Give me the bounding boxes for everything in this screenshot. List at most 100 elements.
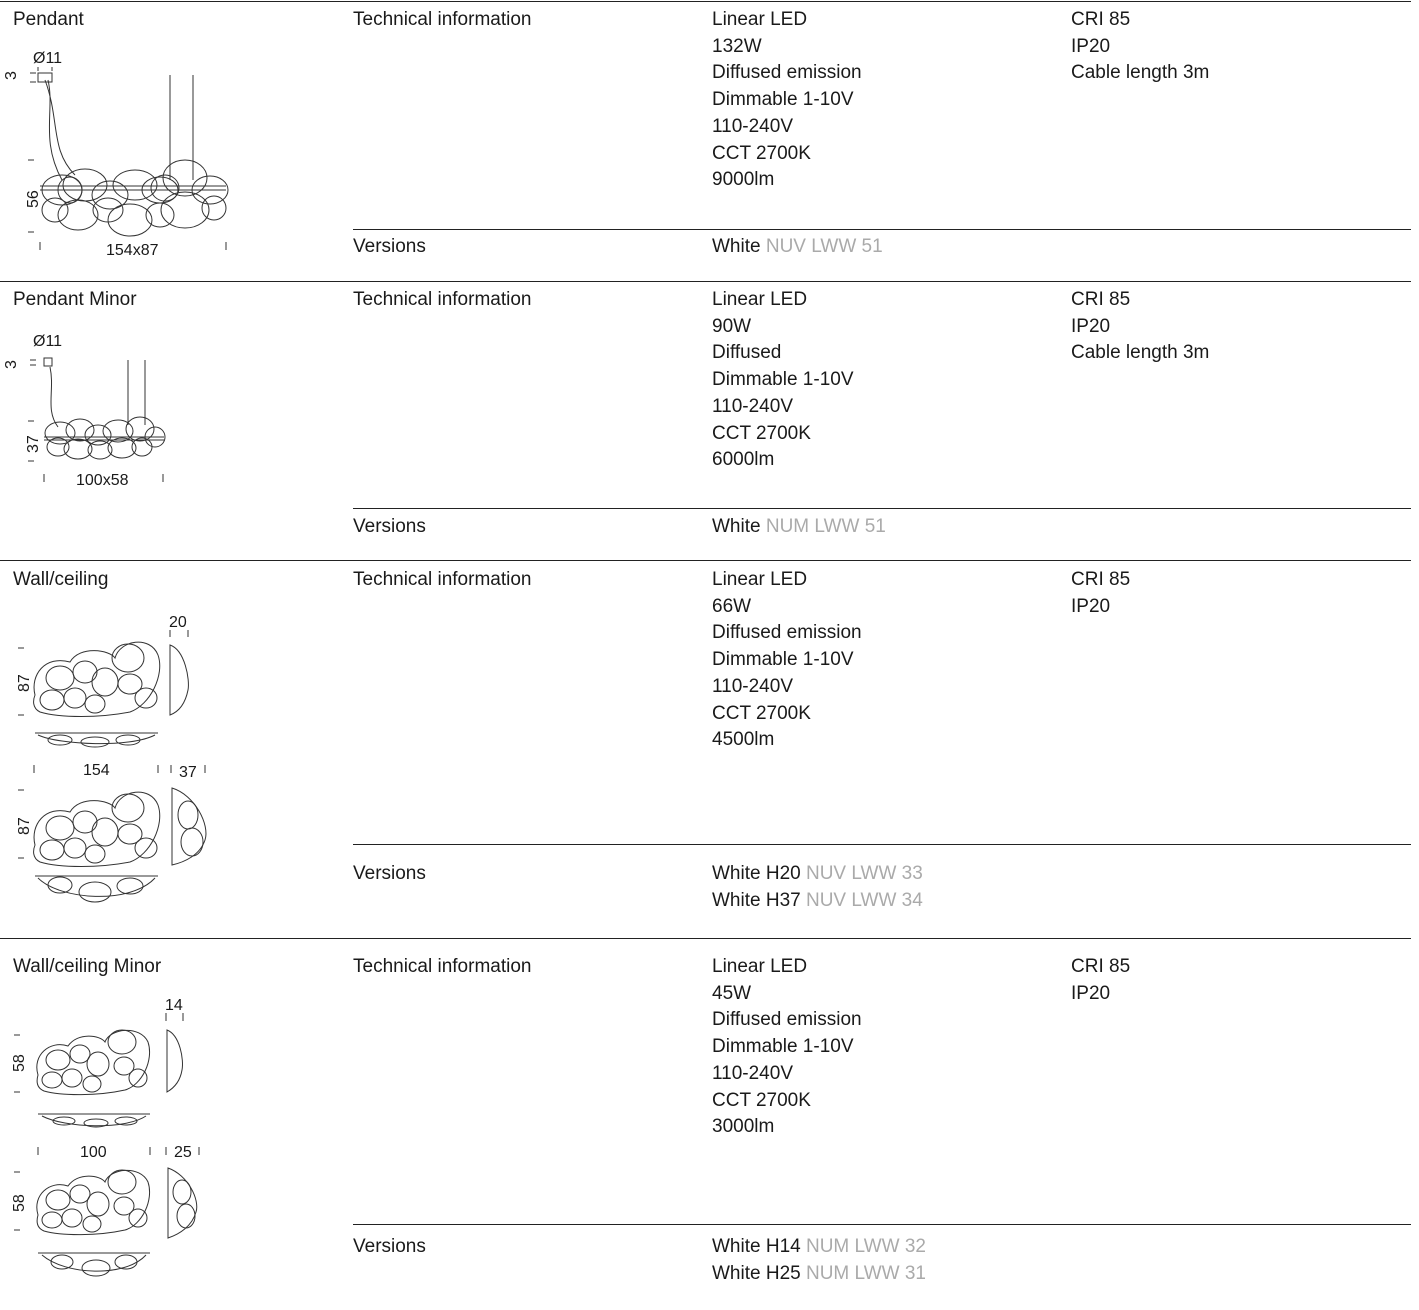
spec-line: 45W	[712, 982, 752, 1004]
spec-line: 110-240V	[712, 395, 793, 417]
technical-info-label: Technical information	[353, 956, 532, 977]
version-code: NUV LWW 33	[805, 863, 923, 884]
spec-line: CRI 85	[1071, 569, 1131, 590]
product-name: Wall/ceiling Minor	[13, 956, 162, 977]
height-dim: 87	[16, 817, 33, 835]
version-entry: White H20 NUV LWW 33 White H37 NUV LWW 3…	[712, 861, 923, 914]
top-dim: 3	[3, 360, 20, 369]
wall-ceiling-drawing: 20 87 154 37 87	[16, 614, 330, 920]
spec-line: Diffused emission	[712, 622, 862, 644]
versions-divider	[353, 229, 1411, 230]
width-dim: 100x58	[76, 472, 129, 489]
spec-line: CCT 2700K	[712, 142, 811, 164]
specs-list-secondary: CRI 85 IP20	[1071, 567, 1130, 620]
version-name: White	[712, 516, 761, 537]
version-entry: White NUM LWW 51	[712, 514, 886, 541]
height-dim: 87	[16, 674, 33, 692]
spec-line: 110-240V	[712, 1062, 793, 1084]
version-name: White H20	[712, 863, 801, 884]
spec-line: 66W	[712, 595, 752, 617]
depth-dim: 20	[169, 614, 187, 631]
product-name: Pendant Minor	[13, 289, 137, 310]
height-dim: 37	[25, 435, 42, 453]
spec-line: 132W	[712, 35, 762, 57]
pendant-minor-drawing: Ø11 3 37 100x58	[3, 333, 330, 489]
spec-line: CCT 2700K	[712, 702, 811, 724]
specs-list-primary: Linear LED 66W Diffused emission Dimmabl…	[712, 567, 862, 754]
version-code: NUM LWW 31	[805, 1262, 926, 1284]
height-dim: 56	[25, 190, 42, 208]
versions-divider	[353, 844, 1411, 845]
specs-list-primary: Linear LED 132W Diffused emission Dimmab…	[712, 7, 862, 194]
spec-line: Cable length 3m	[1071, 62, 1210, 84]
version-name: White	[712, 236, 761, 257]
spec-line: Dimmable 1-10V	[712, 649, 854, 671]
spec-line: CCT 2700K	[712, 422, 811, 444]
spec-line: CCT 2700K	[712, 1089, 811, 1111]
spec-line: 9000lm	[712, 169, 775, 191]
specs-list-secondary: CRI 85 IP20 Cable length 3m	[1071, 287, 1209, 367]
versions-label: Versions	[353, 236, 426, 257]
width-dim: 154	[83, 762, 110, 779]
version-entry: White H14 NUM LWW 32 White H25 NUM LWW 3…	[712, 1234, 926, 1287]
specs-list-secondary: CRI 85 IP20 Cable length 3m	[1071, 7, 1209, 87]
version-code: NUM LWW 32	[805, 1236, 926, 1257]
version-line: White H14 NUM LWW 32	[712, 1234, 926, 1261]
version-code: NUV LWW 51	[765, 236, 883, 257]
spec-line: Dimmable 1-10V	[712, 1036, 854, 1058]
depth-dim: 37	[179, 764, 197, 781]
spec-line: Dimmable 1-10V	[712, 369, 854, 391]
version-code: NUM LWW 51	[765, 516, 886, 537]
diameter-dim: Ø11	[33, 333, 62, 350]
technical-info-label: Technical information	[353, 569, 532, 590]
spec-line: Cable length 3m	[1071, 342, 1210, 364]
height-dim: 58	[11, 1054, 28, 1072]
versions-divider	[353, 508, 1411, 509]
section-divider	[0, 1, 1411, 2]
versions-divider	[353, 1224, 1411, 1225]
version-name: White H25	[712, 1262, 801, 1284]
spec-line: 3000lm	[712, 1116, 775, 1138]
version-line: White H20 NUV LWW 33	[712, 861, 923, 888]
version-name: White H14	[712, 1236, 801, 1257]
technical-info-label: Technical information	[353, 9, 532, 30]
width-dim: 100	[80, 1144, 107, 1161]
section-divider	[0, 281, 1411, 282]
versions-label: Versions	[353, 516, 426, 537]
spec-line: Diffused emission	[712, 62, 862, 84]
depth-dim: 25	[174, 1144, 192, 1161]
spec-line: Linear LED	[712, 569, 808, 590]
version-line: White H25 NUM LWW 31	[712, 1261, 926, 1288]
spec-line: IP20	[1071, 315, 1111, 337]
product-name: Wall/ceiling	[13, 569, 109, 590]
top-dim: 3	[3, 71, 20, 80]
depth-dim: 14	[165, 997, 183, 1014]
spec-line: 110-240V	[712, 675, 793, 697]
version-line: White H37 NUV LWW 34	[712, 888, 923, 915]
spec-line: IP20	[1071, 595, 1111, 617]
wall-ceiling-minor-drawing: 14 58 100 25 58	[11, 997, 330, 1290]
spec-line: IP20	[1071, 982, 1111, 1004]
spec-line: 90W	[712, 315, 752, 337]
version-name: White H37	[712, 889, 801, 911]
versions-label: Versions	[353, 863, 426, 884]
spec-line: Linear LED	[712, 289, 808, 310]
specs-list-primary: Linear LED 45W Diffused emission Dimmabl…	[712, 954, 862, 1141]
versions-label: Versions	[353, 1236, 426, 1257]
version-entry: White NUV LWW 51	[712, 234, 883, 261]
spec-line: CRI 85	[1071, 956, 1131, 977]
spec-line: Diffused	[712, 342, 782, 364]
technical-info-label: Technical information	[353, 289, 532, 310]
spec-line: Dimmable 1-10V	[712, 89, 854, 111]
product-name: Pendant	[13, 9, 84, 30]
diameter-dim: Ø11	[33, 50, 62, 67]
pendant-drawing: Ø11 3 56 154x87	[3, 50, 330, 259]
spec-line: 6000lm	[712, 449, 775, 471]
spec-line: Diffused emission	[712, 1009, 862, 1031]
height-dim: 58	[11, 1194, 28, 1212]
version-code: NUV LWW 34	[805, 889, 923, 911]
section-divider	[0, 560, 1411, 561]
spec-line: CRI 85	[1071, 289, 1131, 310]
spec-line: IP20	[1071, 35, 1111, 57]
section-divider	[0, 938, 1411, 939]
